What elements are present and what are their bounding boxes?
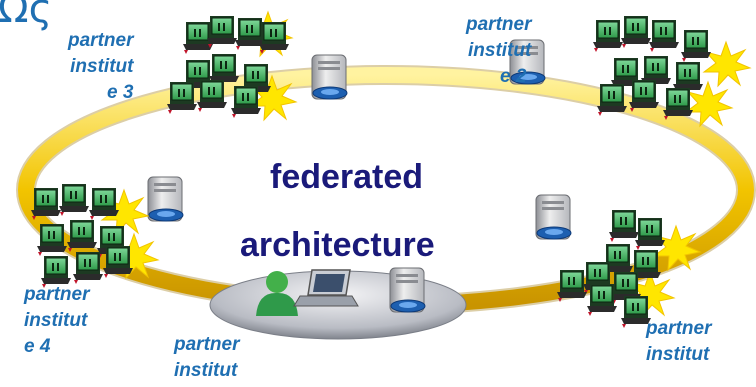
server-icon — [311, 54, 348, 100]
partner-institute-3-label: partner institut e 3 — [56, 28, 133, 106]
partner-label-line: partner — [24, 284, 90, 305]
partner-label-line: e 3 — [107, 82, 134, 103]
partner-institute-4-label: partner institut e 4 — [24, 282, 89, 360]
partner-label-line: institut — [646, 344, 710, 365]
partner-institute-bottom-label: partner institut — [174, 332, 239, 384]
partner-label-line: partner — [646, 318, 712, 339]
heading-fragment: Ως — [0, 0, 53, 32]
laptop-icon — [293, 269, 359, 307]
terminal-stack-icon — [592, 15, 751, 127]
partner-institute-2-label: partner institut e 2 — [466, 12, 531, 90]
partner-label-line: partner — [174, 334, 240, 355]
partner-label-line: e 2 — [500, 66, 527, 87]
terminal-stack-icon — [166, 11, 297, 121]
center-label-line2: architecture — [240, 226, 435, 264]
partner-label-line: e 4 — [24, 336, 51, 357]
partner-label-line: institut — [174, 360, 238, 381]
server-icon — [535, 194, 572, 240]
terminal-stack-icon — [556, 209, 701, 329]
partner-label-line: partner — [466, 14, 532, 35]
center-label-line1: federated — [270, 158, 424, 196]
server-icon — [389, 267, 426, 313]
partner-label-line: institut — [24, 310, 88, 331]
partner-institute-right-label: partner institut — [646, 316, 711, 368]
partner-label-line: institut — [70, 56, 134, 77]
partner-label-line: institut — [468, 40, 532, 61]
server-icon — [147, 176, 184, 222]
user-icon — [256, 271, 298, 316]
partner-label-line: partner — [68, 30, 134, 51]
